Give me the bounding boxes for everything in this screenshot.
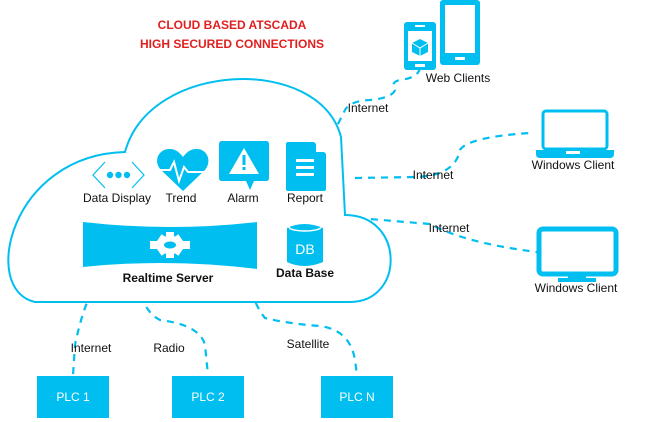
plc-label: PLC 1 [56,390,90,404]
connection-label: Internet [429,221,470,235]
module-label: Trend [166,191,197,205]
connection-label: Internet [71,341,112,355]
client-windows-laptop: Windows Client Internet [413,109,615,182]
plc-label: PLC N [339,390,374,404]
connection-plc2 [133,269,210,376]
client-label: Web Clients [426,71,490,85]
mobile-devices-icon [404,0,480,70]
module-alarm: Alarm [219,141,269,205]
connection-label: Radio [153,341,185,355]
plc-1: PLC 1 Internet [37,341,112,418]
laptop-icon [536,109,614,158]
module-label: Data Display [83,191,151,205]
connection-web-clients [334,67,422,131]
connection-label: Internet [413,168,454,182]
server-label: Realtime Server [123,271,214,285]
realtime-server: Realtime Server [83,222,257,285]
gear-icon [150,232,190,258]
plc-box [172,376,244,418]
plc-box [37,376,109,418]
client-label: Windows Client [535,281,618,295]
plc-box [321,376,393,418]
database-icon: DB [287,222,323,266]
module-report: Report [286,142,326,205]
connection-label: Satellite [287,337,330,351]
module-label: Alarm [227,191,258,205]
module-label: Report [287,191,324,205]
code-dots-icon [92,161,145,189]
connection-laptop-client [354,131,531,180]
client-windows-desktop: Windows Client Internet [429,221,619,295]
monitor-icon [536,226,619,282]
database: DB Data Base [276,222,334,280]
module-trend: Trend [157,148,209,205]
client-web: Web Clients Internet [348,0,490,115]
connection-plc1 [71,265,90,376]
plc-n: PLC N Satellite [287,337,393,418]
title-line-1: CLOUD BASED ATSCADA [158,18,307,32]
database-label: Data Base [276,266,334,280]
title-line-2: HIGH SECURED CONNECTIONS [140,37,324,51]
plc-label: PLC 2 [191,390,225,404]
db-icon-text: DB [295,241,314,257]
client-label: Windows Client [532,158,615,172]
plc-2: PLC 2 Radio [153,341,244,418]
connection-label: Internet [348,101,389,115]
module-data-display: Data Display [83,161,151,205]
